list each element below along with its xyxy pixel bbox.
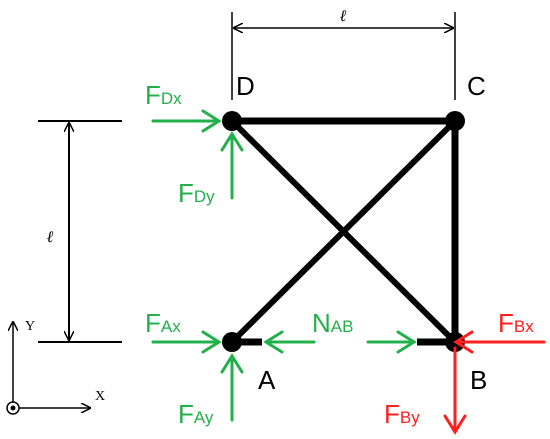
force-arrow-NAB-at-B [366,330,417,354]
member-CA [229,118,458,345]
x-axis-label: X [95,389,105,404]
force-arrow-FDx [151,109,222,133]
label-FDx: FDx [145,80,182,110]
force-arrow-FBy [443,346,467,435]
force-arrow-FBx [453,330,546,354]
green-force-arrows [151,109,417,422]
top-dimension: ℓ [231,8,456,100]
label-FBx: FBx [498,308,534,338]
force-arrow-FAx [151,330,222,354]
green-force-labels: FDx FDy FAx FAy NAB [145,80,353,429]
joint-A [222,332,242,352]
force-arrow-FDy [220,131,244,200]
top-dimension-label: ℓ [340,8,347,25]
y-axis-label: Y [25,319,35,334]
node-label-A: A [258,365,276,395]
force-arrow-FAy [220,353,244,422]
red-force-arrows [443,330,546,435]
force-arrow-NAB-at-A [263,330,316,354]
label-FDy: FDy [178,178,215,208]
red-force-labels: FBx FBy [384,308,534,429]
z-axis-dot-icon [10,405,16,411]
joint-C [445,111,465,131]
label-NAB: NAB [312,308,353,338]
left-dimension: ℓ [38,120,122,343]
node-label-C: C [467,71,486,101]
label-FBy: FBy [384,399,420,429]
coordinate-axes: Y X [6,319,105,415]
left-dimension-label: ℓ [47,229,54,246]
truss-members [229,117,459,346]
joint-D [222,111,242,131]
node-label-B: B [470,365,487,395]
label-FAy: FAy [178,399,214,429]
node-label-D: D [236,71,255,101]
label-FAx: FAx [145,308,181,338]
